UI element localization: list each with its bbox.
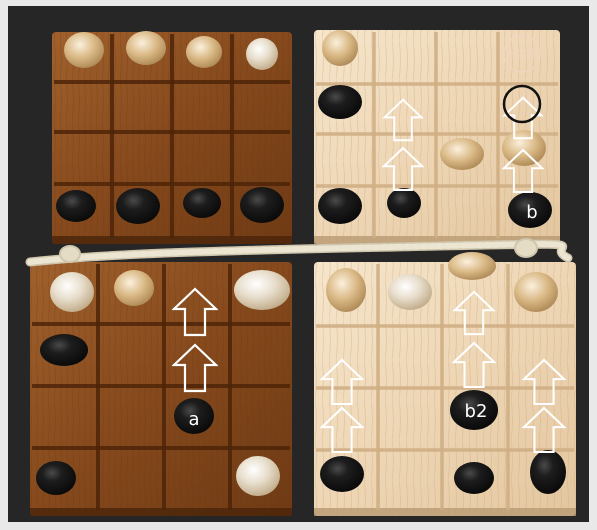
label-b: b [526, 202, 537, 223]
white-stone [322, 30, 358, 66]
white-stone [448, 252, 496, 280]
white-stone [514, 272, 558, 312]
board-top-right: HOB b [314, 30, 560, 244]
stamp-text: HOB [506, 48, 538, 63]
black-stone [387, 188, 421, 218]
white-stone [126, 31, 166, 65]
black-stone [40, 334, 88, 366]
black-stone [36, 461, 76, 495]
black-stone [318, 85, 362, 119]
black-stone [240, 187, 284, 223]
black-stone [318, 188, 362, 224]
board-top-left [52, 31, 292, 244]
white-stone [50, 272, 94, 312]
black-stone [320, 456, 364, 492]
black-stone [183, 188, 221, 218]
white-stone [236, 456, 280, 496]
white-stone [502, 130, 546, 166]
black-stone [454, 462, 494, 494]
white-stone [440, 138, 484, 170]
white-stone [186, 36, 222, 68]
label-b2: b2 [465, 401, 488, 422]
board-bottom-right: b2 [314, 252, 576, 516]
black-stone [56, 190, 96, 222]
white-stone [64, 32, 104, 68]
board-bottom-left: a [30, 262, 292, 516]
white-stone [234, 270, 290, 310]
label-a: a [188, 409, 199, 430]
black-stone [116, 188, 160, 224]
black-stone [530, 450, 566, 494]
white-stone [326, 268, 366, 312]
white-stone [114, 270, 154, 306]
white-stone [388, 274, 432, 310]
white-stone [246, 38, 278, 70]
